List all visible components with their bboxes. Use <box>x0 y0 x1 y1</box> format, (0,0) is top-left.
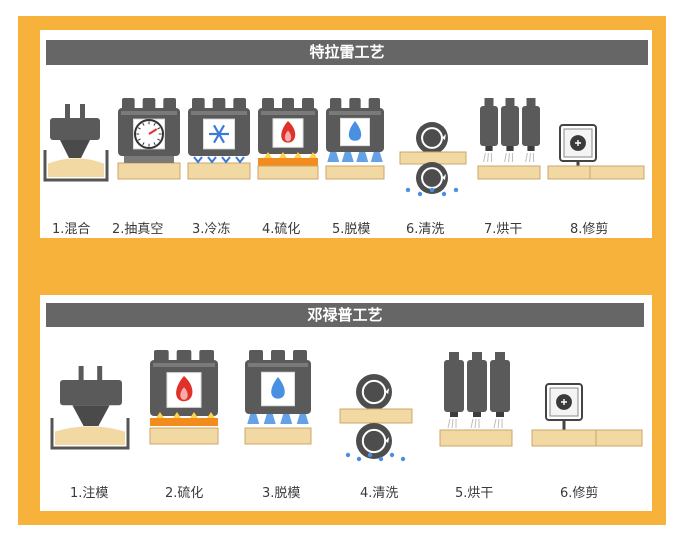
trimming-cutter-icon <box>531 383 643 447</box>
dunlop-step-label: 3.脱模 <box>262 486 301 501</box>
drying-blowers-icon <box>439 352 513 447</box>
talalay-step-label: 1.混合 <box>52 222 91 237</box>
talalay-step-label: 5.脱模 <box>332 222 371 237</box>
water-drop-icon <box>325 98 385 180</box>
dunlop-step-label: 5.烘干 <box>455 486 494 501</box>
dunlop-step-label: 4.清洗 <box>360 486 399 501</box>
vacuum-gauge-icon <box>117 98 181 180</box>
dunlop-step-label: 6.修剪 <box>560 486 599 501</box>
talalay-step-label: 7.烘干 <box>484 222 523 237</box>
talalay-step-label: 8.修剪 <box>570 222 609 237</box>
dunlop-step-label: 2.硫化 <box>165 486 204 501</box>
snowflake-icon <box>187 98 251 180</box>
dunlop-step-label: 1.注模 <box>70 486 109 501</box>
flame-icon <box>149 350 219 445</box>
water-drop-icon <box>244 350 312 445</box>
talalay-step-label: 4.硫化 <box>262 222 301 237</box>
dunlop-title: 邓禄普工艺 <box>46 303 644 327</box>
injection-nozzle-icon <box>50 366 130 450</box>
trimming-cutter-icon <box>547 124 645 180</box>
talalay-step-label: 2.抽真空 <box>112 222 164 237</box>
washing-rollers-icon <box>339 374 413 462</box>
talalay-title: 特拉雷工艺 <box>46 40 648 65</box>
talalay-step-label: 3.冷冻 <box>192 222 231 237</box>
mixing-nozzle-icon <box>43 104 109 182</box>
flame-icon <box>257 98 319 180</box>
drying-blowers-icon <box>477 98 541 180</box>
talalay-step-label: 6.清洗 <box>406 222 445 237</box>
washing-rollers-icon <box>399 122 467 197</box>
